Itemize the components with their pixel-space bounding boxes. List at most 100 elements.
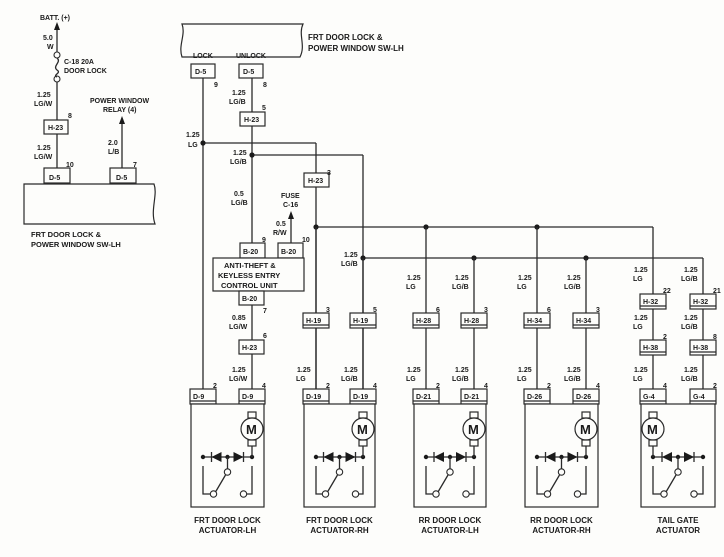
h-connector-right-pin: 3 xyxy=(484,307,488,314)
left-panel: BATT. (+) 5.0 W C-18 20A DOOR LOCK 1.25 … xyxy=(23,15,156,249)
diode-icon xyxy=(684,452,694,462)
switch-arm-icon xyxy=(548,474,561,493)
svg-text:0.5: 0.5 xyxy=(276,221,286,228)
svg-text:B-20: B-20 xyxy=(243,249,258,256)
wire-color: LG/B xyxy=(564,284,581,291)
svg-text:D-5: D-5 xyxy=(49,175,60,182)
h-connector-left-pin: 6 xyxy=(436,307,440,314)
bottom-connector-left-label: D-19 xyxy=(306,394,321,401)
svg-text:FUSE: FUSE xyxy=(281,193,300,200)
connector-d5-a xyxy=(43,167,71,184)
wire-size: 1.25 xyxy=(567,275,581,282)
diode-icon xyxy=(233,452,244,462)
actuator-3: 1.25LG1.25LG/BH-346H-3431.25LG1.25LG/BD-… xyxy=(517,227,600,535)
bottom-connector-right-pin: 4 xyxy=(484,383,488,390)
h-connector-left-pin: 22 xyxy=(663,288,671,295)
svg-text:10: 10 xyxy=(302,237,310,244)
fuse-id: C-18 20A xyxy=(64,59,94,66)
svg-text:1.25: 1.25 xyxy=(186,132,200,139)
batt-wire-color: W xyxy=(47,44,54,51)
svg-text:LG/B: LG/B xyxy=(341,261,358,268)
bottom-connector-right-pin: 4 xyxy=(596,383,600,390)
diode-icon xyxy=(345,452,356,462)
svg-text:B-20: B-20 xyxy=(281,249,296,256)
svg-text:3: 3 xyxy=(327,170,331,177)
svg-text:LG/W: LG/W xyxy=(229,376,248,383)
svg-text:L/B: L/B xyxy=(108,149,119,156)
wire-color: LG/B xyxy=(564,376,581,383)
h-connector-right-pin: 3 xyxy=(596,307,600,314)
h-connector-left-label: H-28 xyxy=(416,318,431,325)
bottom-connector-left-pin: 2 xyxy=(436,383,440,390)
wire-size: 1.25 xyxy=(455,367,469,374)
wire1-color: LG/W xyxy=(34,101,53,108)
motor-label: M xyxy=(357,422,368,437)
svg-text:LG/B: LG/B xyxy=(231,200,248,207)
bottom-connector-right-label: D-19 xyxy=(353,394,368,401)
wire-color: LG/B xyxy=(452,376,469,383)
bottom-connector-left-label: D-9 xyxy=(193,394,204,401)
bottom-connector-left-pin: 2 xyxy=(326,383,330,390)
wire-color: LG xyxy=(633,276,643,283)
motor-label: M xyxy=(580,422,591,437)
svg-text:ANTI-THEFT &: ANTI-THEFT & xyxy=(224,261,276,270)
actuator-name: FRT DOOR LOCK xyxy=(194,516,261,525)
diode-icon xyxy=(434,452,444,462)
wire-color: LG xyxy=(633,376,643,383)
h-connector-right xyxy=(349,312,377,329)
switch-contact-icon xyxy=(446,468,454,476)
h-connector-right xyxy=(689,293,717,310)
h2-connector-right-label: H-38 xyxy=(693,345,708,352)
svg-text:POWER WINDOW SW-LH: POWER WINDOW SW-LH xyxy=(308,44,404,53)
h-connector-left xyxy=(412,312,440,329)
wire-size: 1.25 xyxy=(684,367,698,374)
h2-connector-right-pin: 8 xyxy=(713,334,717,341)
svg-text:H-23: H-23 xyxy=(48,125,63,132)
switch-arm-icon xyxy=(437,474,449,493)
anti-theft-control-unit: B-20 9 B-20 10 ANTI-THEFT & KEYLESS ENTR… xyxy=(212,237,310,389)
motor-label: M xyxy=(647,422,658,437)
svg-text:C-16: C-16 xyxy=(283,202,298,209)
actuator-name: RR DOOR LOCK xyxy=(419,516,482,525)
h-connector-right-label: H-32 xyxy=(693,299,708,306)
svg-text:FRT DOOR LOCK &: FRT DOOR LOCK & xyxy=(308,33,383,42)
wire-size: 1.25 xyxy=(344,367,358,374)
main-switch: FRT DOOR LOCK & POWER WINDOW SW-LH LOCK … xyxy=(180,23,404,89)
h-connector-right xyxy=(460,312,488,329)
actuator-2: 1.25LG1.25LG/BH-286H-2831.25LG1.25LG/BD-… xyxy=(406,227,488,535)
svg-text:H-23: H-23 xyxy=(308,178,323,185)
wire-size: 1.25 xyxy=(634,267,648,274)
wire1-size: 1.25 xyxy=(37,92,51,99)
actuator-name: ACTUATOR-RH xyxy=(532,526,591,535)
bottom-connector-left-label: D-26 xyxy=(527,394,542,401)
wire-size: 1.25 xyxy=(518,367,532,374)
h2-connector-right xyxy=(689,339,717,356)
svg-text:9: 9 xyxy=(262,237,266,244)
bottom-connector-left-pin: 2 xyxy=(213,383,217,390)
svg-text:7: 7 xyxy=(263,308,267,315)
svg-text:1.25: 1.25 xyxy=(232,367,246,374)
wire-color: LG/B xyxy=(341,376,358,383)
actuator-name: FRT DOOR LOCK xyxy=(306,516,373,525)
svg-text:D-5: D-5 xyxy=(243,69,254,76)
wire-size: 1.25 xyxy=(455,275,469,282)
fuse-c16-arrow-icon xyxy=(288,211,294,219)
fuse-terminal-icon xyxy=(53,51,61,59)
wire-size: 1.25 xyxy=(684,315,698,322)
bottom-connector-right-pin: 4 xyxy=(262,383,266,390)
wire-color: LG/B xyxy=(681,324,698,331)
wire-color: LG xyxy=(406,284,416,291)
actuator-name: ACTUATOR-LH xyxy=(199,526,257,535)
h-connector-left-pin: 6 xyxy=(547,307,551,314)
svg-text:9: 9 xyxy=(214,82,218,89)
svg-text:LG/W: LG/W xyxy=(229,324,248,331)
h-connector-left-pin: 3 xyxy=(326,307,330,314)
svg-text:H-23: H-23 xyxy=(242,345,257,352)
svg-text:7: 7 xyxy=(133,162,137,169)
battery-arrow-icon xyxy=(54,22,60,30)
svg-text:B-20: B-20 xyxy=(242,296,257,303)
diode-icon xyxy=(567,452,578,462)
